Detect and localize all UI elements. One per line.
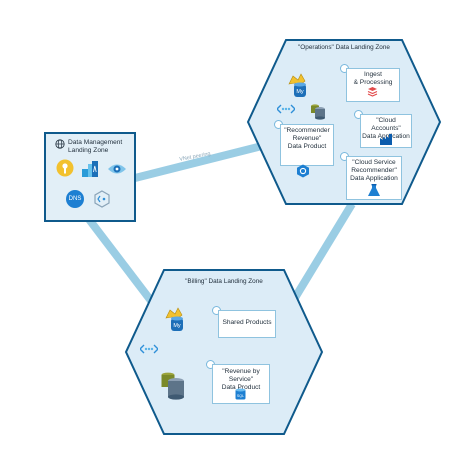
- private-endpoint-icon: [94, 190, 110, 208]
- data-factory-icon: [380, 134, 392, 145]
- storage-icon: [311, 104, 325, 120]
- cloud-service-recommender-card[interactable]: "Cloud Service Recommender" Data Applica…: [346, 156, 402, 200]
- revenue-by-service-card[interactable]: "Revenue by Service" Data Product SQL: [212, 364, 270, 404]
- dns-icon: DNS: [66, 190, 84, 208]
- data-management-title: Data Management Landing Zone: [68, 139, 123, 154]
- purview-eye-icon: [108, 164, 126, 174]
- virtual-network-icon: [140, 344, 158, 354]
- key-vault-icon: [56, 159, 74, 177]
- dns-label: DNS: [68, 196, 82, 202]
- cloud-service-recommender-label: "Cloud Service Recommender" Data Applica…: [350, 159, 398, 182]
- operations-title: "Operations" Data Landing Zone: [298, 44, 390, 51]
- shared-products-card[interactable]: Shared Products: [218, 310, 276, 338]
- svg-text:My: My: [173, 323, 181, 329]
- link-dm-to-operations: [134, 142, 263, 182]
- ingest-processing-label: Ingest & Processing: [353, 71, 393, 86]
- cloud-accounts-card[interactable]: "Cloud Accounts" Data Application: [360, 114, 412, 148]
- cloud-accounts-label: "Cloud Accounts" Data Application: [362, 117, 410, 140]
- recommender-revenue-label: "Recommender Revenue" Data Product: [284, 127, 330, 150]
- link-operations-to-billing: [286, 201, 356, 309]
- analytics-icon: [82, 161, 98, 177]
- recommender-revenue-card[interactable]: "Recommender Revenue" Data Product: [280, 124, 334, 166]
- ingest-processing-card[interactable]: Ingest & Processing: [346, 68, 400, 102]
- svg-text:My: My: [296, 89, 304, 95]
- globe-icon: [55, 139, 65, 149]
- storage-icon: [161, 372, 184, 400]
- ingest-processing-icon: [367, 87, 378, 97]
- shared-products-label: Shared Products: [222, 319, 272, 326]
- machine-learning-icon: [368, 184, 380, 196]
- revenue-by-service-label: "Revenue by Service" Data Product: [221, 368, 261, 391]
- link-dm-to-billing: [84, 215, 162, 313]
- data-management-box: [44, 132, 136, 222]
- data-product-icon: [297, 164, 309, 178]
- mysql-icon: My: [165, 307, 183, 331]
- mysql-icon: My: [288, 73, 306, 97]
- virtual-network-icon: [277, 104, 295, 114]
- sql-database-icon: SQL: [235, 388, 246, 400]
- billing-title: "Billing" Data Landing Zone: [185, 278, 263, 285]
- svg-text:SQL: SQL: [237, 394, 244, 398]
